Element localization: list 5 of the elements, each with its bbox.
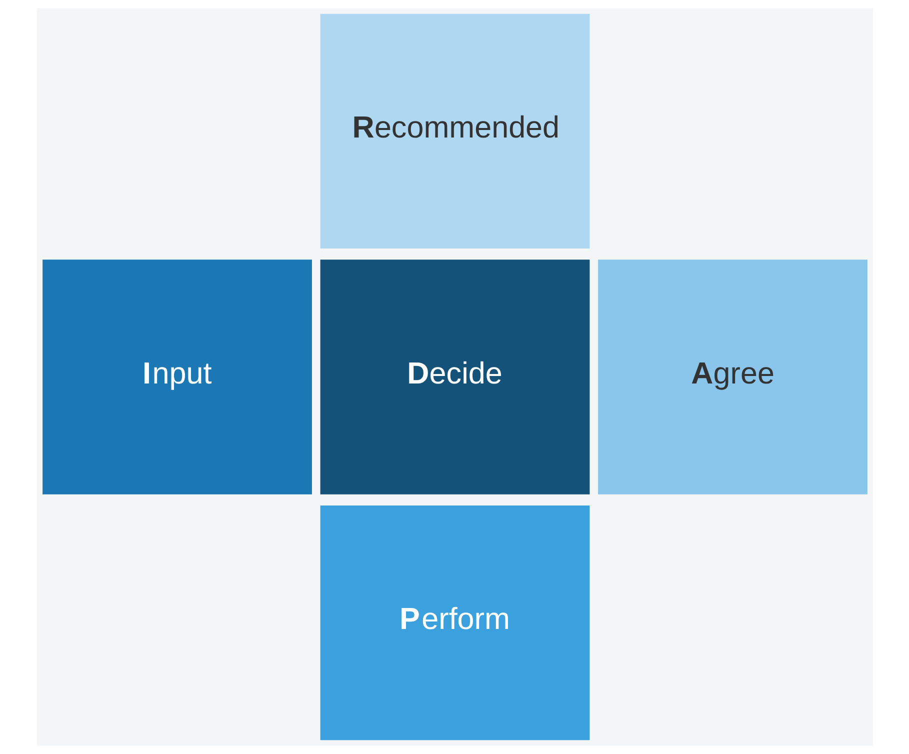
node-box: Perform [320, 505, 590, 740]
node-box: Input [42, 260, 312, 494]
node-box: Recommended [320, 14, 590, 249]
node-box: Agree [598, 260, 867, 494]
node-box: Decide [320, 260, 590, 494]
